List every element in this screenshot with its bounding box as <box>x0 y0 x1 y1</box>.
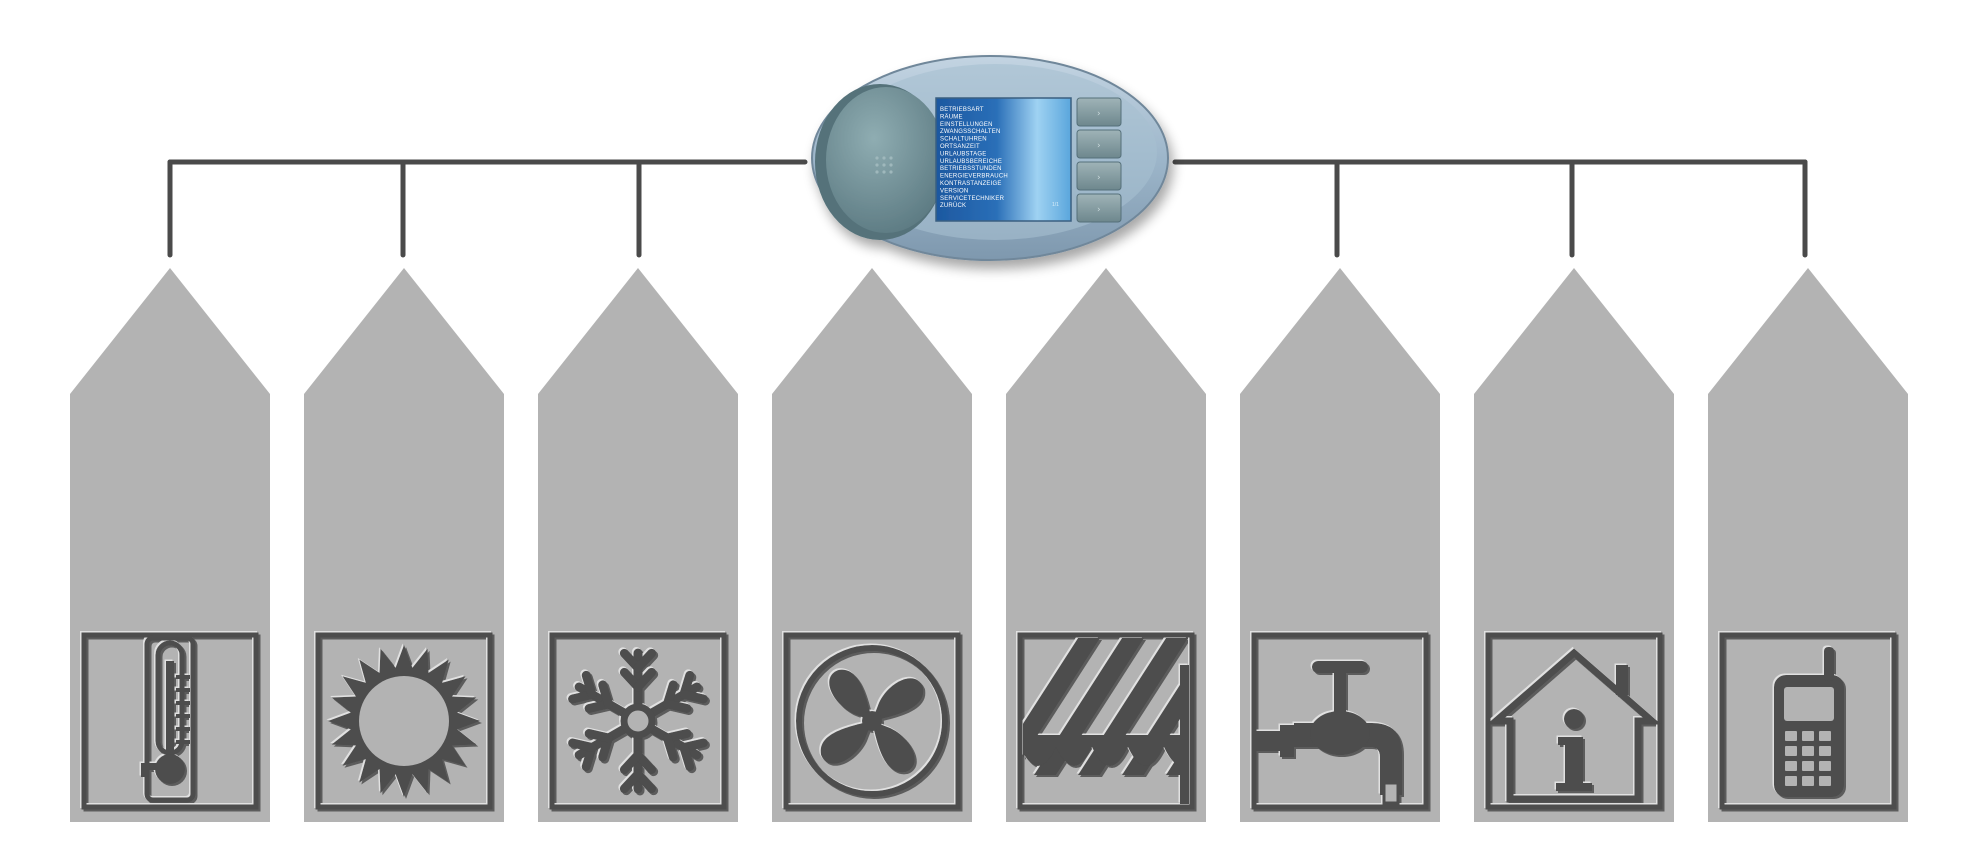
menu-item: VERSION <box>940 188 968 194</box>
module-tag-heating <box>304 268 504 822</box>
chevron-right-icon: › <box>1097 205 1101 215</box>
controller-button-1[interactable]: › <box>1076 97 1122 127</box>
controller-screen <box>935 97 1072 222</box>
module-tag-home-info <box>1474 268 1674 822</box>
sun-icon <box>315 632 493 810</box>
chevron-right-icon: › <box>1097 141 1101 151</box>
module-tags <box>70 268 1908 822</box>
faucet-icon <box>1251 632 1429 810</box>
connector-lines <box>167 159 1808 258</box>
module-tag-cooling <box>538 268 738 822</box>
screen-tag: 1/1 <box>1052 202 1059 208</box>
awning-icon <box>1017 632 1195 810</box>
module-tag-mobile <box>1708 268 1908 822</box>
controller-knob-face[interactable] <box>826 87 946 233</box>
menu-item: ZWANGSSCHALTEN <box>940 129 1000 135</box>
controller-buttons: › › › › <box>1076 97 1122 223</box>
menu-item: ORTSANZEIT <box>940 144 980 150</box>
controller-button-4[interactable]: › <box>1076 193 1122 223</box>
menu-item: RÄUME <box>940 113 963 120</box>
house-info-icon <box>1485 632 1663 810</box>
module-tag-ventilation <box>772 268 972 822</box>
controller-button-3[interactable]: › <box>1076 161 1122 191</box>
tag-shape <box>1240 268 1440 822</box>
controller-button-2[interactable]: › <box>1076 129 1122 159</box>
menu-item: URLAUBSBEREICHE <box>940 159 1002 165</box>
knob-grip-dots <box>875 156 893 174</box>
chevron-right-icon: › <box>1097 109 1101 119</box>
menu-item: KONTRASTANZEIGE <box>940 181 1002 187</box>
menu-item: BETRIEBSART <box>940 107 984 113</box>
menu-item: URLAUBSTAGE <box>940 151 986 157</box>
mobile-phone-icon <box>1719 632 1897 810</box>
module-tag-shading <box>1006 268 1206 822</box>
tag-shape <box>70 268 270 822</box>
menu-item: SERVICETECHNIKER <box>940 196 1005 202</box>
menu-item: ZURÜCK <box>940 202 966 209</box>
chevron-right-icon: › <box>1097 173 1101 183</box>
tag-shape <box>772 268 972 822</box>
snowflake-icon <box>549 632 727 810</box>
menu-item: ENERGIEVERBRAUCH <box>940 174 1008 180</box>
menu-item: BETRIEBSSTUNDEN <box>940 166 1002 172</box>
module-tag-water <box>1240 268 1440 822</box>
module-tag-temperature <box>70 268 270 822</box>
fan-icon <box>783 632 961 810</box>
thermometer-icon <box>81 632 259 810</box>
tag-shape <box>1708 268 1908 822</box>
menu-item: SCHALTUHREN <box>940 137 987 143</box>
menu-item: EINSTELLUNGEN <box>940 122 993 128</box>
